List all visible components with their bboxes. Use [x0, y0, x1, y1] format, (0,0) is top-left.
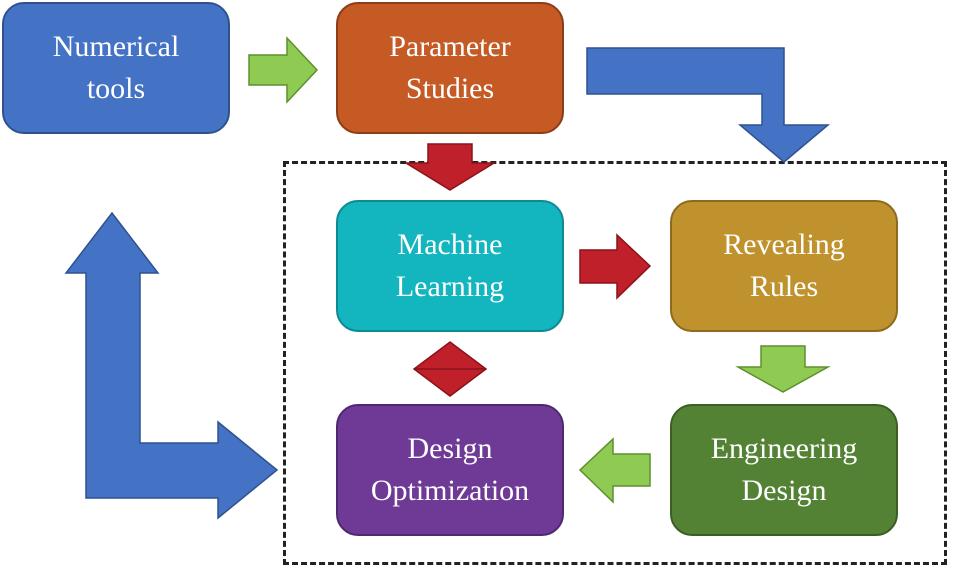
dashed-group-frame: [283, 161, 947, 565]
revealing-rules-box: Revealing Rules: [670, 200, 898, 332]
arrow-design-to-numerical: [64, 211, 279, 520]
parameter-studies-box: Parameter Studies: [336, 2, 564, 134]
arrow-parameter-to-machine: [403, 143, 497, 191]
arrow-numerical-to-parameter: [248, 36, 319, 104]
machine-learning-box: Machine Learning: [336, 200, 564, 332]
arrow-engineering-to-design: [578, 437, 651, 504]
arrow-machine-to-revealing: [579, 233, 652, 300]
design-optimization-box: Design Optimization: [336, 404, 564, 536]
arrow-revealing-to-engineering: [735, 345, 831, 393]
engineering-design-box: Engineering Design: [670, 404, 898, 536]
arrow-parameter-to-frame: [586, 47, 831, 163]
numerical-tools-box: Numerical tools: [2, 2, 230, 134]
